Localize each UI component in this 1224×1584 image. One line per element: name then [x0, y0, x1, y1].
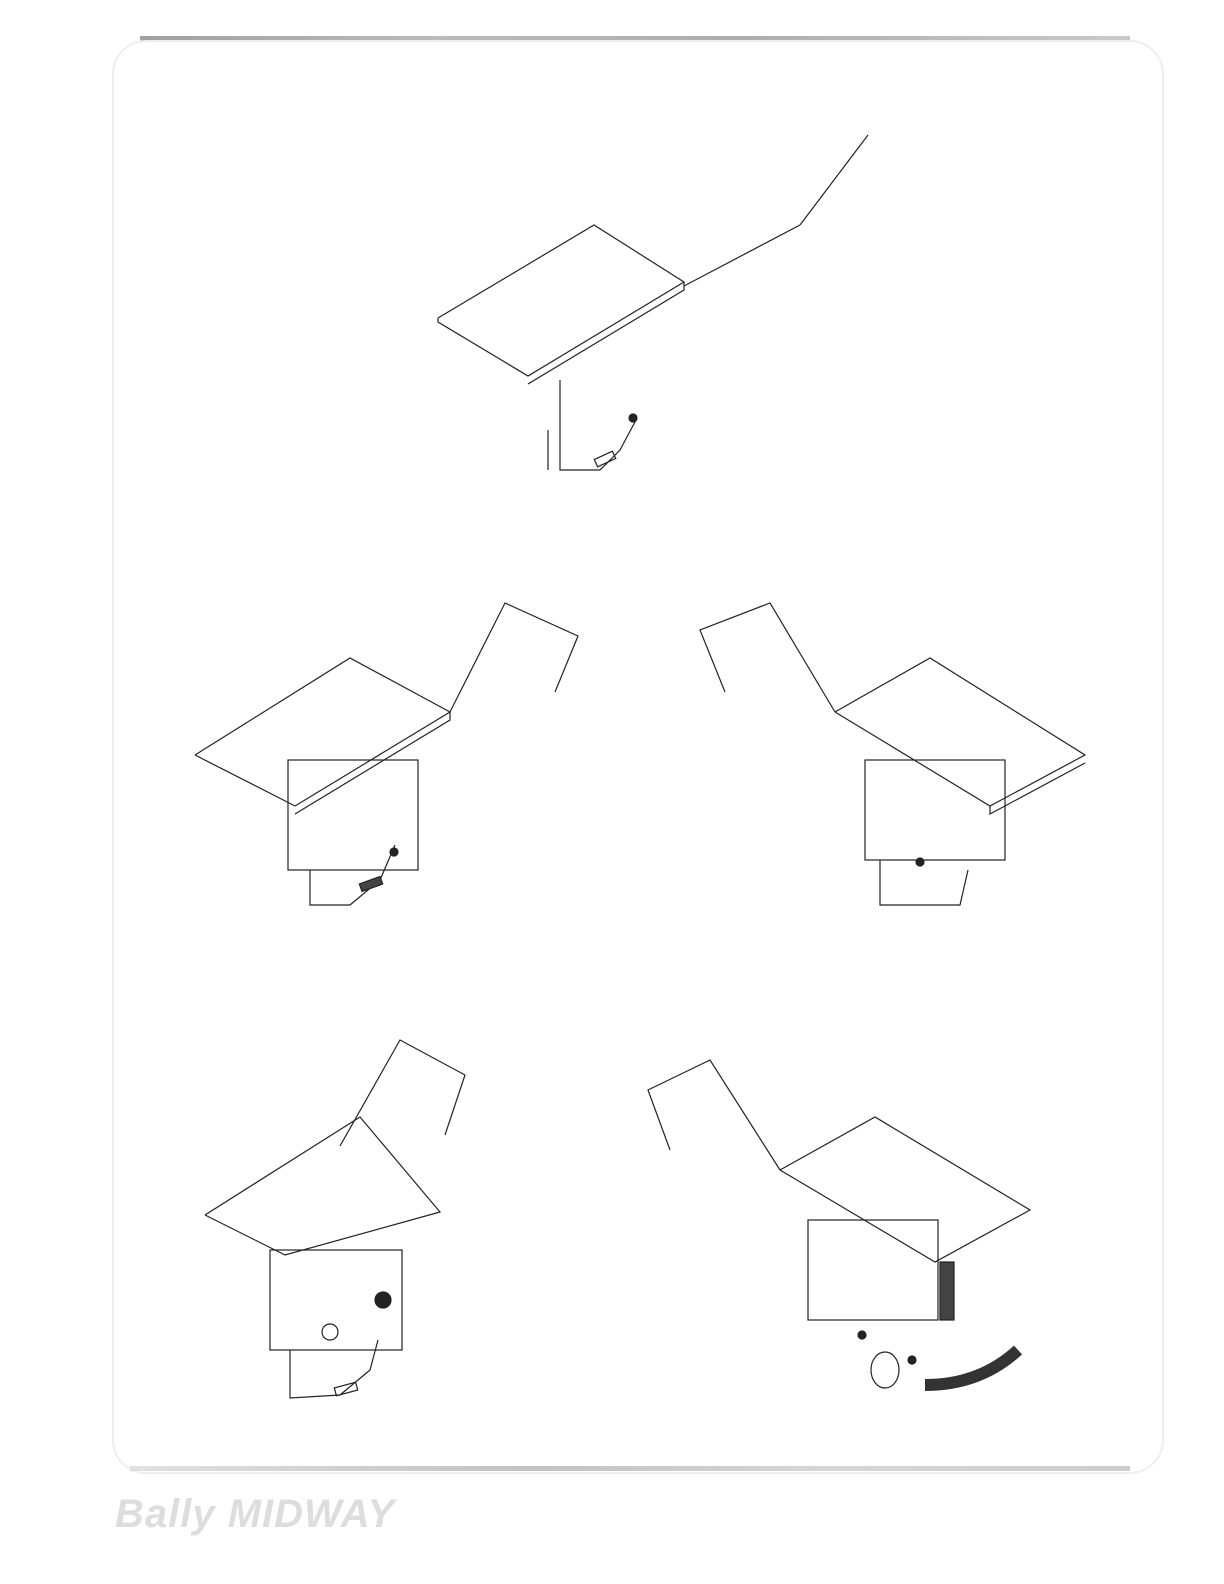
switch-drawing-middle-left	[194, 602, 579, 906]
bally-midway-logo: Bally MIDWAY	[115, 1492, 396, 1536]
switch-drawing-middle-right	[699, 602, 1087, 906]
switch-drawing-bottom-right	[647, 1059, 1032, 1391]
switch-drawing-bottom-left	[204, 1039, 466, 1399]
switch-drawing-top	[437, 134, 869, 471]
scan-edge-top	[140, 36, 1130, 42]
scan-edge-bottom	[130, 1466, 1130, 1471]
page-frame	[112, 40, 1164, 1474]
